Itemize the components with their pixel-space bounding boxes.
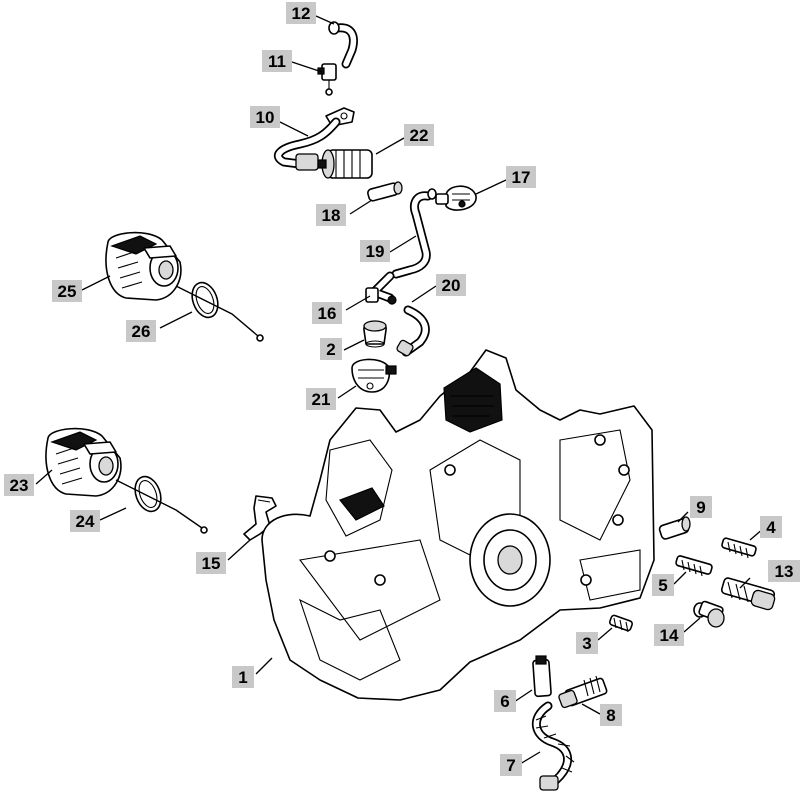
part-18-hose-segment (367, 181, 403, 202)
svg-text:8: 8 (606, 706, 615, 725)
callout-16: 16 (312, 302, 342, 324)
callout-11: 11 (262, 50, 292, 72)
part-24-oring-cable (115, 475, 208, 534)
svg-text:16: 16 (318, 304, 337, 323)
svg-text:22: 22 (410, 126, 429, 145)
leader-lines (35, 15, 765, 765)
part-4-stud (721, 537, 757, 559)
part-21-pump (351, 358, 397, 393)
svg-text:2: 2 (326, 340, 335, 359)
callout-5: 5 (652, 574, 674, 596)
callout-1: 1 (232, 666, 254, 688)
svg-text:14: 14 (660, 626, 679, 645)
callout-12: 12 (286, 2, 316, 24)
part-11-fitting (317, 63, 337, 96)
callout-22: 22 (404, 124, 434, 146)
part-5-stud (675, 555, 713, 577)
part-9-sleeve (658, 516, 691, 540)
svg-text:19: 19 (366, 242, 385, 261)
part-6-bushing (532, 655, 552, 698)
part-17-valve (435, 185, 477, 211)
callout-18: 18 (316, 204, 346, 226)
part-10-pickup-hose (274, 107, 355, 171)
svg-text:26: 26 (132, 322, 151, 341)
svg-text:17: 17 (512, 168, 531, 187)
svg-text:10: 10 (256, 108, 275, 127)
svg-text:24: 24 (76, 512, 95, 531)
callout-6: 6 (494, 690, 516, 712)
svg-text:20: 20 (442, 276, 461, 295)
part-22-fuel-filter (317, 149, 373, 179)
svg-text:3: 3 (582, 634, 591, 653)
callout-26: 26 (126, 320, 156, 342)
part-13-collar-screw (720, 577, 776, 611)
callout-23: 23 (4, 474, 34, 496)
svg-text:6: 6 (500, 692, 509, 711)
svg-text:4: 4 (766, 518, 776, 537)
part-12-elbow-fitting (328, 21, 358, 69)
callout-8: 8 (600, 704, 622, 726)
part-25-oil-pump (105, 231, 182, 301)
callout-7: 7 (500, 754, 522, 776)
callout-17: 17 (506, 166, 536, 188)
svg-text:23: 23 (10, 476, 29, 495)
callout-4: 4 (760, 516, 782, 538)
part-3-screw (608, 614, 634, 633)
callout-3: 3 (576, 632, 598, 654)
part-16-t-fitting (365, 271, 397, 305)
svg-text:7: 7 (506, 756, 515, 775)
svg-text:11: 11 (268, 52, 286, 71)
callout-15: 15 (196, 552, 226, 574)
callout-24: 24 (70, 510, 100, 532)
part-15-clip (243, 495, 277, 541)
part-8-fitting (558, 675, 608, 709)
callout-21: 21 (306, 388, 336, 410)
svg-text:18: 18 (322, 206, 341, 225)
part-19-impulse-hose (391, 188, 437, 279)
callout-20: 20 (436, 274, 466, 296)
callout-10: 10 (250, 106, 280, 128)
svg-text:1: 1 (238, 668, 247, 687)
part-14-screw (693, 600, 725, 628)
callout-13: 13 (768, 560, 800, 582)
svg-text:12: 12 (292, 4, 311, 23)
callout-2: 2 (320, 338, 342, 360)
callout-9: 9 (690, 496, 712, 518)
svg-text:25: 25 (58, 282, 77, 301)
callout-19: 19 (360, 240, 390, 262)
part-23-oil-pump (45, 427, 122, 497)
part-20-hose (396, 305, 430, 357)
part-26-oring-cable (175, 281, 264, 342)
svg-text:21: 21 (312, 390, 331, 409)
svg-text:15: 15 (202, 554, 221, 573)
part-7-spring-hose (532, 701, 575, 791)
svg-text:5: 5 (658, 576, 667, 595)
svg-text:9: 9 (696, 498, 705, 517)
callout-25: 25 (52, 280, 82, 302)
part-1-crankcase (261, 349, 655, 701)
part-2-cap (363, 320, 387, 348)
svg-text:13: 13 (775, 562, 794, 581)
callout-14: 14 (654, 624, 684, 646)
